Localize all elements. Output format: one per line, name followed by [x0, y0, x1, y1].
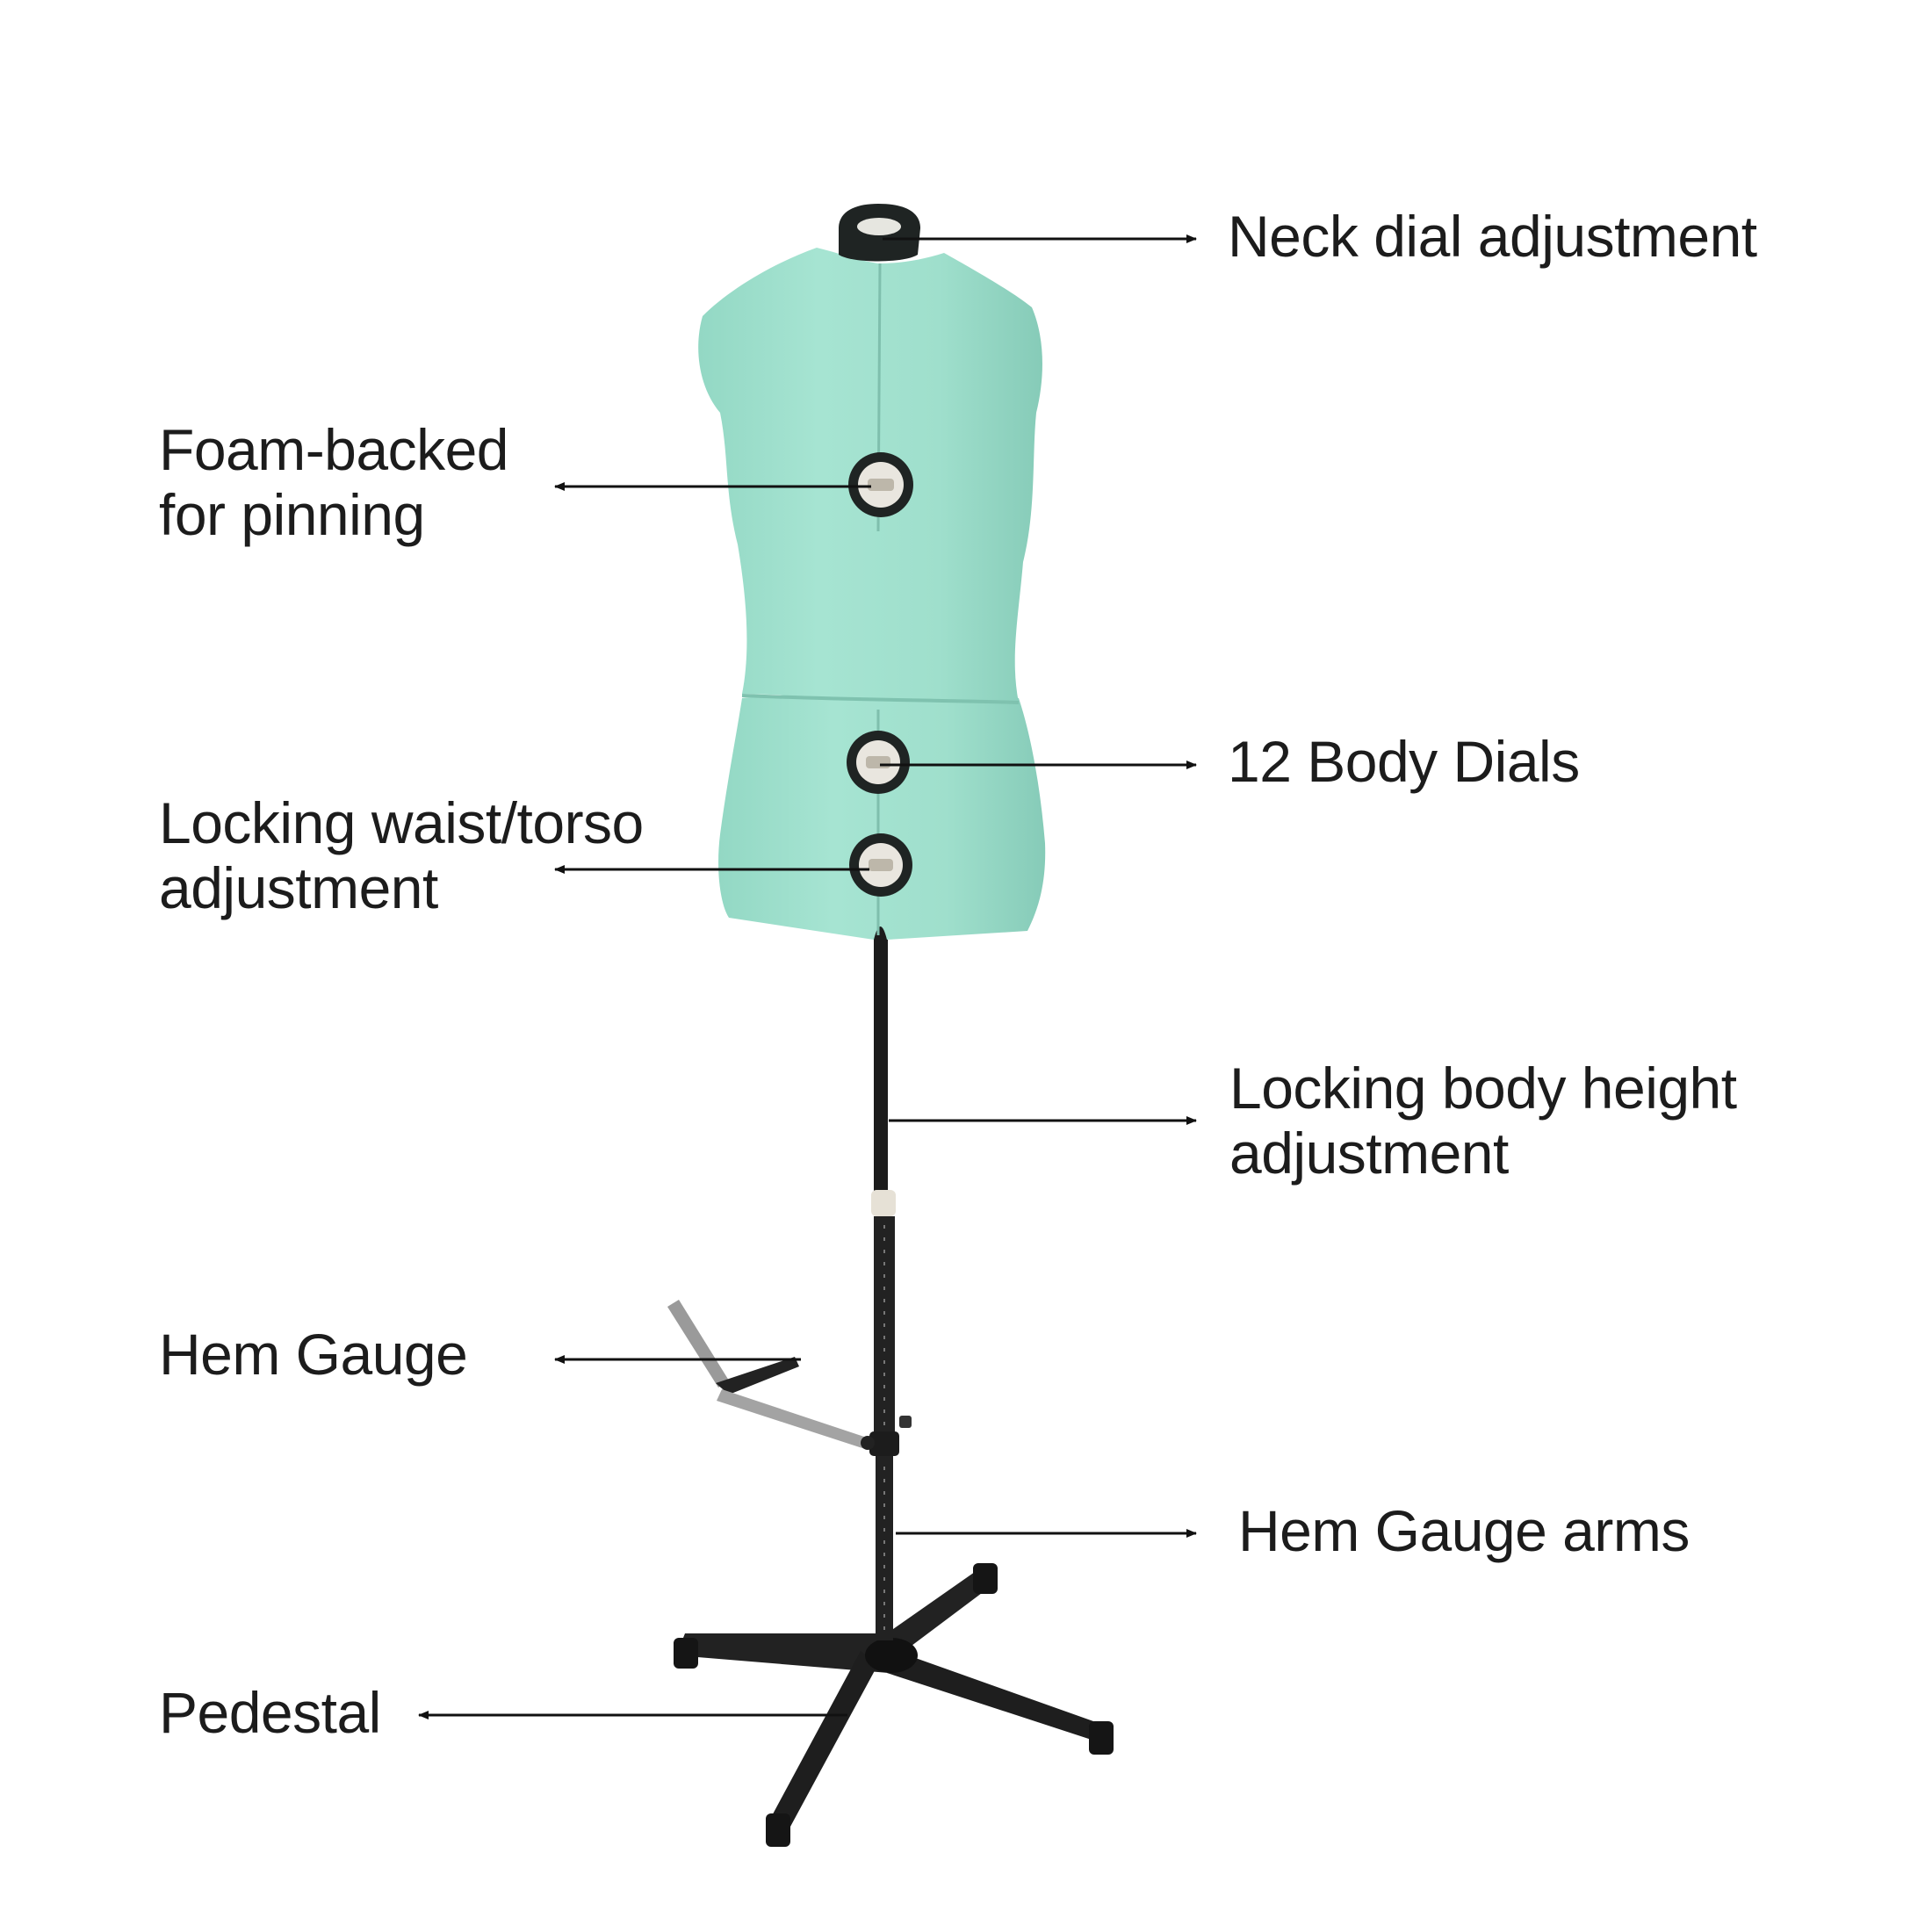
label-waist-line-1: Locking waist/torso [159, 790, 644, 855]
label-hem-gauge: Hem Gauge [159, 1322, 468, 1387]
label-neck-dial: Neck dial adjustment [1228, 204, 1757, 269]
stand-pole [869, 905, 912, 1640]
dial-waist [847, 731, 910, 794]
dress-form-hips [718, 692, 1046, 940]
label-height-line-1: Locking body height [1229, 1056, 1737, 1121]
dial-bust [848, 452, 913, 517]
label-foam-line-1: Foam-backed [159, 417, 509, 482]
label-hem-gauge-line-1: Hem Gauge [159, 1322, 468, 1387]
label-body-height: Locking body height adjustment [1229, 1056, 1737, 1186]
label-body-dials: 12 Body Dials [1228, 729, 1580, 794]
label-hem-gauge-arms: Hem Gauge arms [1238, 1498, 1690, 1563]
neck-dial [839, 204, 920, 262]
label-waist-torso: Locking waist/torso adjustment [159, 790, 644, 920]
pedestal [674, 1563, 1114, 1847]
label-neck-line-1: Neck dial adjustment [1228, 204, 1757, 269]
label-body-dials-line-1: 12 Body Dials [1228, 729, 1580, 794]
hem-gauge [667, 1300, 875, 1450]
label-foam-line-2: for pinning [159, 482, 425, 547]
label-waist-line-2: adjustment [159, 855, 438, 920]
label-pedestal: Pedestal [159, 1680, 381, 1745]
label-pedestal-line-1: Pedestal [159, 1680, 381, 1745]
dial-hip [849, 833, 912, 897]
label-hem-arms-line-1: Hem Gauge arms [1238, 1498, 1690, 1563]
label-height-line-2: adjustment [1229, 1121, 1509, 1186]
label-foam-backed: Foam-backed for pinning [159, 417, 509, 547]
